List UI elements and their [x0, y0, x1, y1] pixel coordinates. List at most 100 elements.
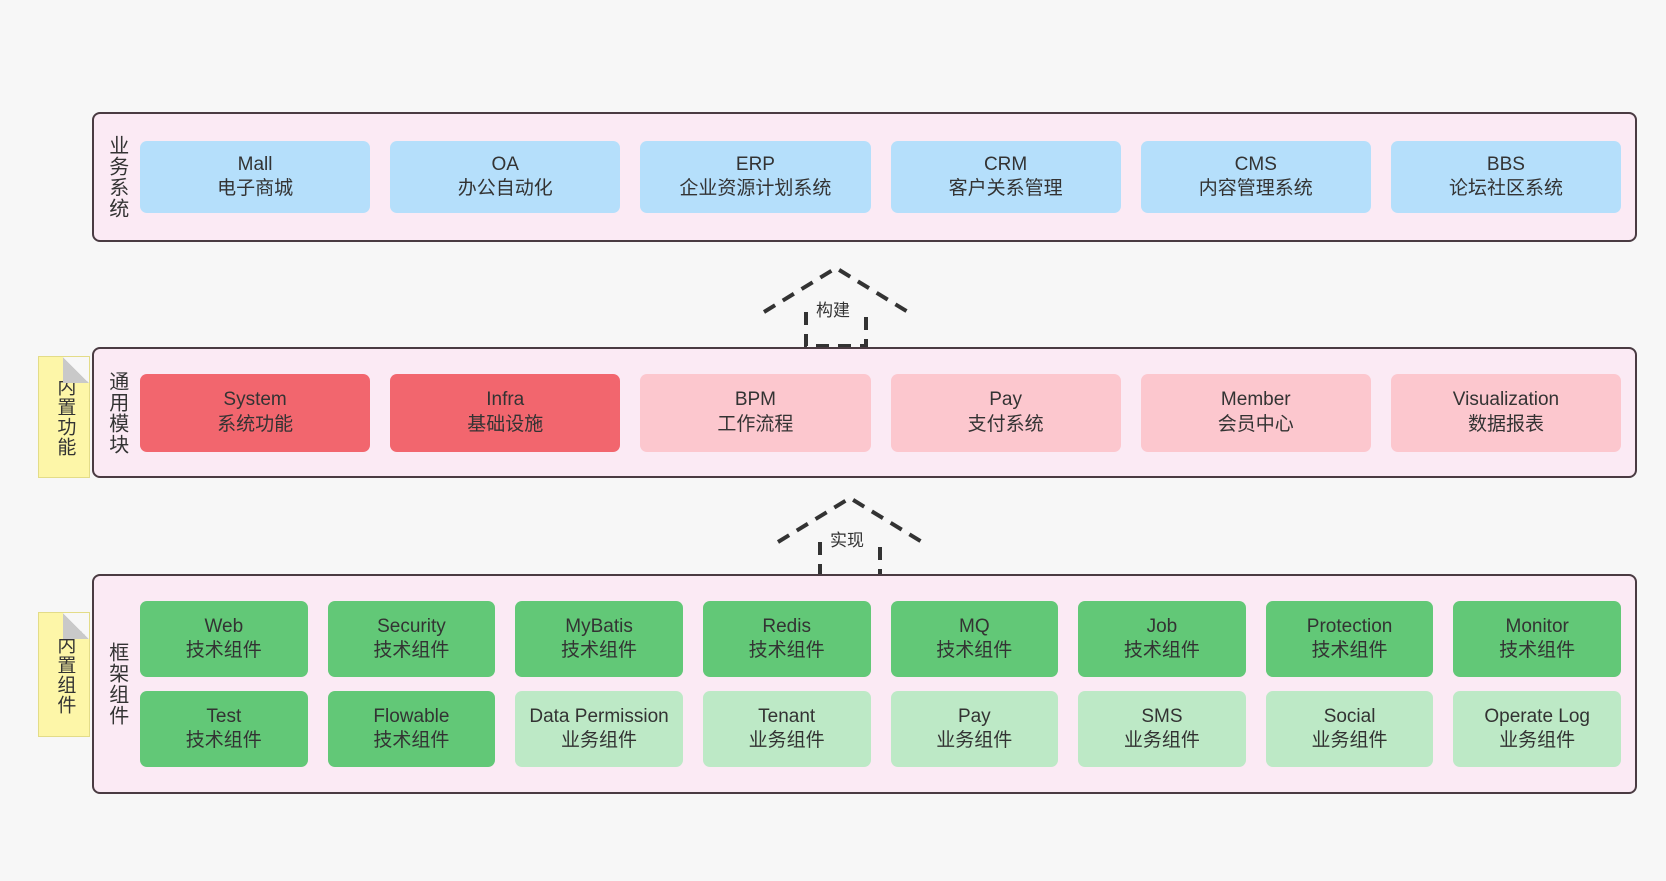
- note-label: 内置组件: [54, 634, 76, 715]
- card-monitor[interactable]: Monitor 技术组件: [1453, 601, 1621, 677]
- card-tenant[interactable]: Tenant 业务组件: [702, 691, 871, 767]
- card-mybatis[interactable]: MyBatis 技术组件: [515, 601, 683, 677]
- card-job[interactable]: Job 技术组件: [1078, 601, 1246, 677]
- card-flowable[interactable]: Flowable 技术组件: [327, 691, 496, 767]
- card-title-en: Tenant: [758, 705, 816, 727]
- card-title-cn: 企业资源计划系统: [679, 178, 832, 199]
- note-builtin-components: 内置组件: [38, 612, 90, 737]
- card-title-en: ERP: [735, 153, 775, 175]
- card-title-cn: 技术组件: [1123, 640, 1200, 661]
- layer-title-framework: 框架组件: [105, 642, 128, 726]
- connector-build: 构建: [756, 258, 916, 350]
- card-cms[interactable]: CMS 内容管理系统: [1140, 141, 1371, 213]
- card-title-cn: 技术组件: [561, 640, 638, 661]
- card-title-cn: 技术组件: [185, 730, 262, 751]
- layer-title-common: 通用模块: [105, 370, 128, 455]
- card-pay-business[interactable]: Pay 业务组件: [890, 691, 1059, 767]
- card-title-en: Visualization: [1452, 389, 1560, 411]
- card-infra[interactable]: Infra 基础设施: [390, 373, 621, 452]
- card-title-cn: 业务组件: [748, 730, 825, 751]
- layer-body-business: Mall 电子商城 OA 办公自动化 ERP 企业资源计划系统 CRM 客户关系…: [138, 114, 1635, 240]
- layer-common-modules: 通用模块 System 系统功能 Infra 基础设施 BPM 工作流程 Pay…: [92, 347, 1637, 478]
- layer-business-systems: 业务系统 Mall 电子商城 OA 办公自动化 ERP 企业资源计划系统 CRM…: [92, 112, 1637, 242]
- connector-implement: 实现: [770, 488, 930, 580]
- card-title-cn: 基础设施: [467, 413, 544, 435]
- card-title-en: Operate Log: [1484, 705, 1590, 727]
- card-title-en: Mall: [237, 153, 273, 175]
- card-title-cn: 支付系统: [967, 413, 1044, 435]
- card-title-cn: 技术组件: [373, 730, 450, 751]
- card-operate-log[interactable]: Operate Log 业务组件: [1453, 691, 1621, 767]
- card-title-en: Social: [1323, 705, 1376, 727]
- card-title-en: CMS: [1234, 153, 1277, 175]
- card-protection[interactable]: Protection 技术组件: [1265, 601, 1434, 677]
- card-bpm[interactable]: BPM 工作流程: [640, 373, 871, 452]
- card-row: Mall 电子商城 OA 办公自动化 ERP 企业资源计划系统 CRM 客户关系…: [140, 141, 1622, 213]
- card-visualization[interactable]: Visualization 数据报表: [1390, 373, 1622, 452]
- card-row: Test 技术组件 Flowable 技术组件 Data Permission …: [140, 691, 1621, 767]
- card-title-cn: 技术组件: [748, 640, 825, 661]
- dashed-generalization-arrow-icon: [776, 495, 924, 578]
- card-title-cn: 技术组件: [936, 640, 1013, 661]
- card-title-cn: 办公自动化: [457, 178, 553, 199]
- card-title-en: System: [223, 389, 287, 411]
- connector-build-label: 构建: [816, 301, 850, 320]
- card-web[interactable]: Web 技术组件: [140, 601, 308, 677]
- card-title-en: CRM: [983, 153, 1028, 175]
- card-title-en: Monitor: [1505, 615, 1569, 637]
- note-label: 内置功能: [54, 377, 76, 457]
- card-erp[interactable]: ERP 企业资源计划系统: [640, 141, 871, 213]
- card-title-cn: 工作流程: [717, 413, 794, 435]
- card-title-en: BPM: [734, 389, 777, 411]
- card-title-cn: 技术组件: [1499, 640, 1576, 661]
- card-title-en: Redis: [762, 615, 811, 637]
- card-title-cn: 技术组件: [373, 640, 450, 661]
- card-title-en: OA: [491, 153, 519, 175]
- card-title-cn: 内容管理系统: [1198, 178, 1313, 199]
- dashed-generalization-arrow-icon: [762, 265, 910, 348]
- card-title-cn: 业务组件: [1499, 730, 1576, 751]
- card-sms[interactable]: SMS 业务组件: [1078, 691, 1246, 767]
- card-title-cn: 业务组件: [1123, 730, 1200, 751]
- card-mq[interactable]: MQ 技术组件: [890, 601, 1059, 677]
- card-title-en: Flowable: [373, 705, 450, 727]
- card-redis[interactable]: Redis 技术组件: [702, 601, 871, 677]
- card-row: Web 技术组件 Security 技术组件 MyBatis 技术组件 Redi…: [140, 601, 1621, 677]
- card-security[interactable]: Security 技术组件: [327, 601, 496, 677]
- card-bbs[interactable]: BBS 论坛社区系统: [1390, 141, 1622, 213]
- card-title-en: Member: [1220, 389, 1291, 411]
- card-title-en: MyBatis: [565, 615, 633, 637]
- card-title-en: Security: [377, 615, 446, 637]
- layer-body-common: System 系统功能 Infra 基础设施 BPM 工作流程 Pay 支付系统…: [138, 349, 1635, 476]
- card-title-cn: 技术组件: [1311, 640, 1388, 661]
- card-title-en: BBS: [1486, 153, 1525, 175]
- card-title-en: Pay: [957, 705, 991, 727]
- card-data-permission[interactable]: Data Permission 业务组件: [515, 691, 683, 767]
- card-title-cn: 业务组件: [561, 730, 638, 751]
- card-mall[interactable]: Mall 电子商城: [140, 141, 371, 213]
- card-title-en: Infra: [486, 389, 525, 411]
- card-title-cn: 电子商城: [217, 178, 294, 199]
- layer-body-framework: Web 技术组件 Security 技术组件 MyBatis 技术组件 Redi…: [138, 576, 1635, 792]
- card-member[interactable]: Member 会员中心: [1140, 373, 1371, 452]
- card-title-en: MQ: [959, 615, 990, 637]
- card-title-cn: 论坛社区系统: [1448, 178, 1563, 199]
- card-title-cn: 客户关系管理: [948, 178, 1063, 199]
- card-title-cn: 业务组件: [936, 730, 1013, 751]
- connector-implement-label: 实现: [830, 531, 864, 550]
- card-title-cn: 技术组件: [185, 640, 262, 661]
- card-test[interactable]: Test 技术组件: [140, 691, 308, 767]
- card-row: System 系统功能 Infra 基础设施 BPM 工作流程 Pay 支付系统…: [140, 373, 1622, 452]
- card-oa[interactable]: OA 办公自动化: [390, 141, 621, 213]
- card-title-cn: 业务组件: [1311, 730, 1388, 751]
- note-builtin-functions: 内置功能: [38, 356, 90, 478]
- card-crm[interactable]: CRM 客户关系管理: [890, 141, 1121, 213]
- card-title-cn: 数据报表: [1467, 413, 1544, 435]
- card-title-en: Protection: [1306, 615, 1393, 637]
- card-system[interactable]: System 系统功能: [140, 373, 371, 452]
- card-social[interactable]: Social 业务组件: [1265, 691, 1434, 767]
- card-title-en: Data Permission: [529, 705, 669, 727]
- card-title-en: SMS: [1141, 705, 1183, 727]
- card-pay[interactable]: Pay 支付系统: [890, 373, 1121, 452]
